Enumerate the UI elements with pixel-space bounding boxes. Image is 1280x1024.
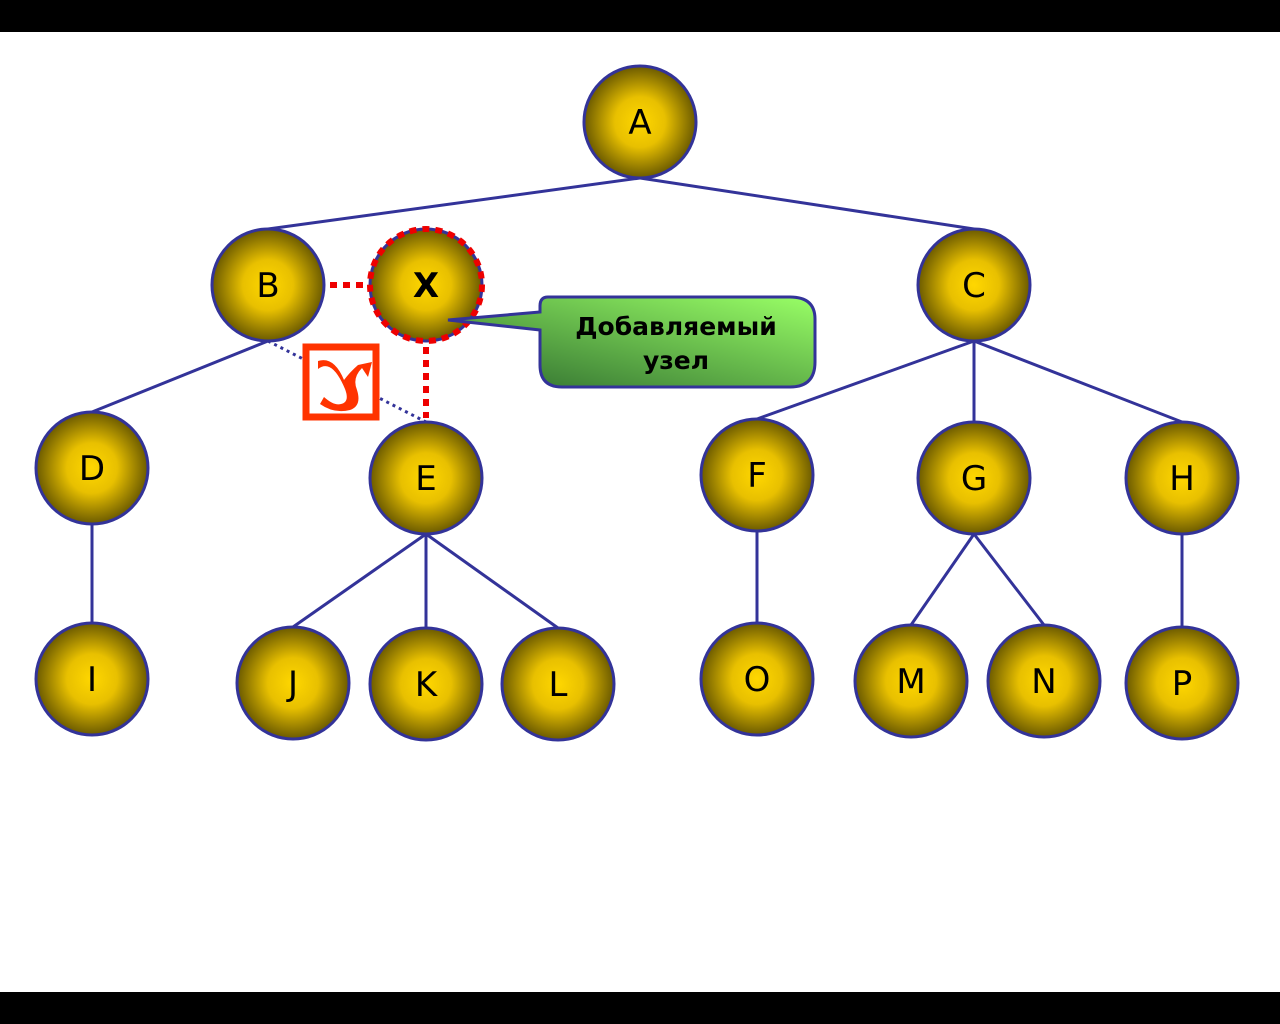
node-label: J	[286, 664, 298, 704]
node-label: G	[961, 459, 987, 499]
edge-B-D	[91, 339, 269, 414]
new-node-ring	[367, 226, 485, 344]
node-P: P	[1124, 625, 1240, 741]
node-H: H	[1124, 420, 1240, 536]
node-N: N	[986, 623, 1102, 739]
node-circle	[699, 621, 815, 737]
node-circle	[699, 417, 815, 533]
node-F: F	[699, 417, 815, 533]
node-G: G	[916, 420, 1032, 536]
edge-A-B	[267, 176, 641, 231]
node-label: E	[415, 459, 436, 499]
node-label: F	[747, 456, 767, 496]
callout-line1: Добавляемый	[575, 312, 776, 341]
node-circle	[368, 626, 484, 742]
node-circle	[210, 227, 326, 343]
node-label: K	[415, 665, 439, 705]
node-circle	[916, 227, 1032, 343]
node-label: B	[256, 266, 279, 306]
edge-G-N	[972, 533, 1046, 626]
node-label: L	[549, 665, 568, 705]
node-label: M	[896, 662, 925, 702]
node-circle	[853, 623, 969, 739]
node-label: N	[1031, 662, 1056, 702]
node-circle	[500, 626, 616, 742]
node-circle	[34, 410, 150, 526]
callout-line2: узел	[643, 346, 709, 375]
node-circle	[368, 420, 484, 536]
edges-layer	[90, 176, 1184, 630]
node-K: K	[368, 626, 484, 742]
node-label: H	[1169, 459, 1195, 499]
node-O: O	[699, 621, 815, 737]
x-mark-icon	[302, 343, 380, 421]
node-label: X	[413, 266, 439, 306]
node-label: A	[628, 103, 651, 143]
node-circle	[1124, 420, 1240, 536]
node-A: A	[582, 64, 698, 180]
edge-C-H	[973, 339, 1183, 424]
node-L: L	[500, 626, 616, 742]
edge-E-L	[425, 532, 559, 630]
edge-G-M	[909, 533, 976, 626]
edge-C-F	[756, 339, 975, 421]
node-circle	[582, 64, 698, 180]
node-label: C	[962, 266, 986, 306]
edge-A-C	[639, 176, 975, 231]
node-label: P	[1172, 664, 1193, 704]
callout-shape	[447, 295, 817, 389]
edge-B-E	[267, 339, 427, 424]
edge-E-J	[292, 532, 427, 629]
nodes-layer: A B C X D E F G H I J K L O M N P	[34, 64, 1240, 742]
callout: Добавляемый узел	[447, 295, 817, 389]
node-circle	[1124, 625, 1240, 741]
node-circle	[916, 420, 1032, 536]
node-label: O	[744, 660, 771, 700]
node-J: J	[235, 625, 351, 741]
node-circle	[235, 625, 351, 741]
node-label: D	[79, 449, 105, 489]
node-C: C	[916, 227, 1032, 343]
tree-diagram: A B C X D E F G H I J K L O M N P Добавляемый узел	[34, 64, 1240, 742]
node-circle	[986, 623, 1102, 739]
node-B: B	[210, 227, 326, 343]
node-I: I	[34, 621, 150, 737]
node-M: M	[853, 623, 969, 739]
node-E: E	[368, 420, 484, 536]
node-label: I	[87, 660, 97, 700]
node-X: X	[367, 226, 485, 344]
slide: A B C X D E F G H I J K L O M N P Добавляемый узел	[0, 32, 1280, 992]
x-mark-stroke	[318, 360, 372, 412]
node-D: D	[34, 410, 150, 526]
node-circle	[34, 621, 150, 737]
